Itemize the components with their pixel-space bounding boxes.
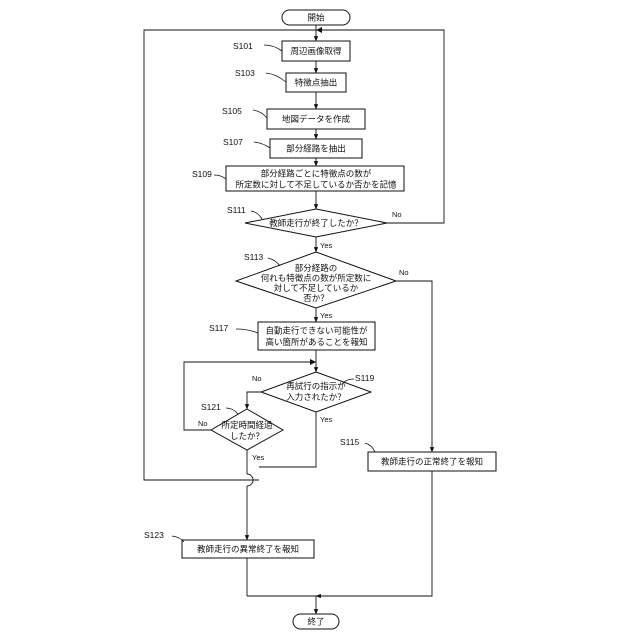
node-end: 終了 xyxy=(293,614,339,629)
node-s117-label-2: 高い箇所があることを報知 xyxy=(265,337,367,348)
node-s117: 自動走行できない可能性が 高い箇所があることを報知 xyxy=(258,322,375,350)
edge-label-s119-yes: Yes xyxy=(320,415,332,424)
step-label-s105: S105 xyxy=(222,106,242,116)
leader-s113 xyxy=(268,258,280,266)
node-s115: 教師走行の正常終了を報知 xyxy=(368,452,496,471)
node-s109-label-1: 部分経路ごとに特徴点の数が xyxy=(261,169,372,180)
leader-s109 xyxy=(214,175,226,179)
edge-label-s111-yes: Yes xyxy=(320,241,332,250)
leader-s117 xyxy=(236,329,258,333)
node-s107: 部分経路を抽出 xyxy=(270,139,362,158)
step-label-s111: S111 xyxy=(227,205,246,215)
step-label-s117: S117 xyxy=(209,323,228,333)
step-label-s121: S121 xyxy=(201,402,221,412)
edge-s115-end xyxy=(316,471,432,596)
node-s109-label-2: 所定数に対して不足しているか否かを記憶 xyxy=(236,180,397,191)
edge-label-s121-no: No xyxy=(198,419,208,428)
node-s113-label-2: 何れも特徴点の数が所定数に xyxy=(261,273,372,284)
step-label-s107: S107 xyxy=(223,137,243,147)
node-s115-label: 教師走行の正常終了を報知 xyxy=(381,457,483,468)
step-label-s103: S103 xyxy=(235,68,255,78)
node-s103-label: 特徴点抽出 xyxy=(295,78,338,89)
leader-s111 xyxy=(251,211,262,219)
node-s101-label: 周辺画像取得 xyxy=(290,46,342,57)
leader-s101 xyxy=(264,45,282,51)
edge-s113-no xyxy=(396,281,432,452)
node-s105: 地図データを作成 xyxy=(267,109,365,129)
leader-s103 xyxy=(266,73,286,82)
node-s121-label-2: したか？ xyxy=(230,432,264,442)
node-s111-label: 教師走行が終了したか？ xyxy=(269,218,363,229)
arrowhead-s111-loop xyxy=(316,27,322,33)
leader-s105 xyxy=(253,110,267,118)
node-end-label: 終了 xyxy=(307,617,324,628)
node-s123: 教師走行の異常終了を報知 xyxy=(182,540,314,558)
node-s117-label-1: 自動走行できない可能性が xyxy=(265,326,368,337)
node-s109: 部分経路ごとに特徴点の数が 所定数に対して不足しているか否かを記憶 xyxy=(226,166,404,191)
node-s105-label: 地図データを作成 xyxy=(282,114,351,125)
node-s101: 周辺画像取得 xyxy=(282,41,350,61)
leader-s115 xyxy=(365,443,375,452)
node-s119-label-1: 再試行の指示が xyxy=(286,381,346,392)
edge-label-s119-no: No xyxy=(252,374,262,383)
node-s121: 所定時間経過 したか？ xyxy=(211,409,283,450)
step-label-s123: S123 xyxy=(144,530,164,540)
node-start-label: 開始 xyxy=(307,13,325,24)
leader-s121 xyxy=(226,408,238,414)
edge-label-s111-no: No xyxy=(392,210,402,219)
edge-label-s113-yes: Yes xyxy=(320,311,332,320)
node-s123-label: 教師走行の異常終了を報知 xyxy=(197,544,299,555)
node-s107-label: 部分経路を抽出 xyxy=(286,144,346,155)
node-s111: 教師走行が終了したか？ xyxy=(245,209,387,237)
step-label-s119: S119 xyxy=(355,373,374,383)
leader-s107 xyxy=(254,142,270,148)
node-s113-label-4: 否か？ xyxy=(303,294,329,304)
node-s103: 特徴点抽出 xyxy=(286,73,346,92)
step-label-s101: S101 xyxy=(233,41,253,51)
node-s119-label-2: 入力されたか？ xyxy=(286,392,346,403)
edge-label-s113-no: No xyxy=(399,268,409,277)
arrowhead-s121-loop xyxy=(310,359,316,365)
node-s113-label-1: 部分経路の xyxy=(295,263,338,274)
node-s113-label-3: 対して不足しているか xyxy=(274,283,359,294)
edge-outer-return-loop xyxy=(144,30,316,480)
step-label-s109: S109 xyxy=(192,169,212,179)
step-label-s115: S115 xyxy=(340,437,359,447)
edge-label-s121-yes: Yes xyxy=(252,453,264,462)
step-label-s113: S113 xyxy=(244,252,263,262)
node-start: 開始 xyxy=(282,10,350,25)
node-s121-label-1: 所定時間経過 xyxy=(221,420,273,431)
